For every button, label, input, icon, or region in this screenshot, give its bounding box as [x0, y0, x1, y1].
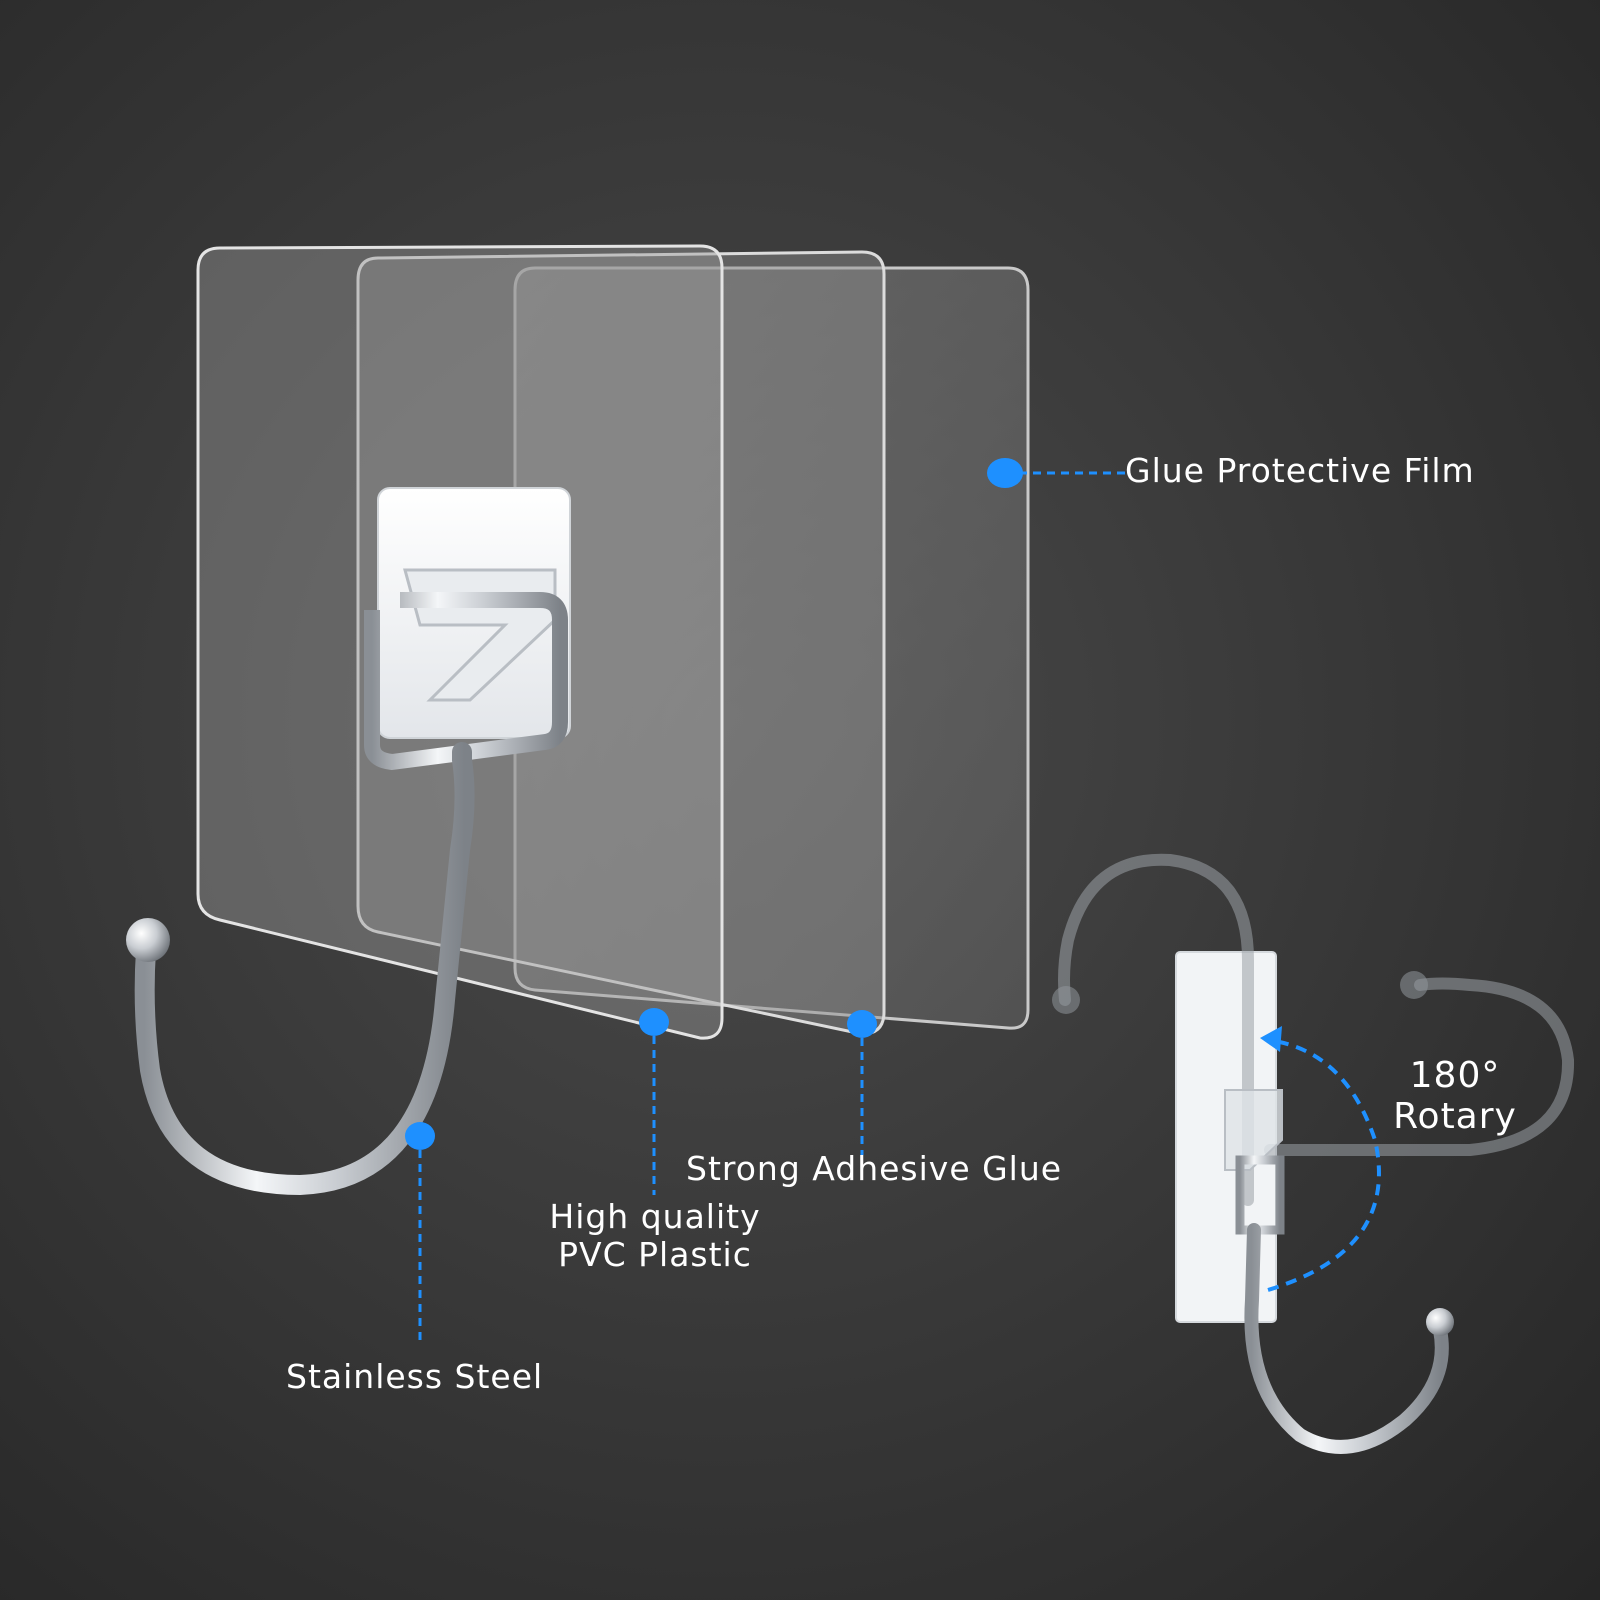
rotary-steel-hook: [1244, 1223, 1449, 1454]
label-pvc-line1: High quality: [549, 1197, 761, 1236]
callout-dot-adhesive: [847, 1010, 877, 1038]
rotary-clip: [1224, 1089, 1283, 1171]
stainless-steel-hook: [134, 742, 475, 1196]
callout-dot-glue-film: [987, 458, 1023, 488]
label-strong-adhesive-glue: Strong Adhesive Glue: [686, 1149, 1063, 1188]
label-pvc-line2: PVC Plastic: [558, 1234, 752, 1274]
label-stainless-steel: Stainless Steel: [286, 1357, 544, 1396]
label-pvc-plastic: High quality PVC Plastic: [540, 1198, 770, 1274]
rotation-arrowhead: [1260, 1026, 1282, 1052]
hook-ball-end: [126, 918, 170, 962]
rotary-ghost-ball-side: [1400, 971, 1428, 999]
callout-dot-steel: [405, 1122, 435, 1150]
label-rotary-line2: Rotary: [1393, 1096, 1517, 1138]
callout-dot-pvc: [639, 1008, 669, 1036]
label-rotary: 180° Rotary: [1375, 1055, 1535, 1138]
glue-protective-film-sheet: [513, 266, 1030, 1030]
rotary-ghost-ball-top: [1052, 986, 1080, 1014]
rotation-arrow: [1267, 1038, 1381, 1292]
steel-hook-loop: [364, 592, 568, 770]
label-glue-protective-film: Glue Protective Film: [1125, 451, 1475, 490]
rotary-ball-end: [1426, 1308, 1454, 1336]
rotary-ghost-hook-top: [1058, 853, 1254, 1206]
rotary-ghost-hook-side: [1264, 977, 1575, 1156]
rotary-steel-loop: [1235, 1155, 1285, 1235]
label-rotary-line1: 180°: [1409, 1055, 1501, 1096]
